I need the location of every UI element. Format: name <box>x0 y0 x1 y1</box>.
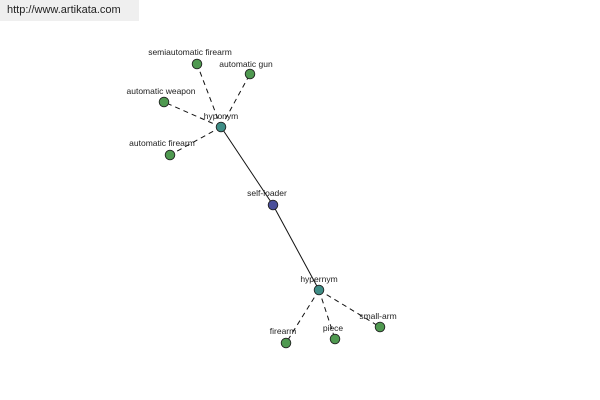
url-banner: http://www.artikata.com <box>0 0 139 21</box>
edge-hyponym-automatic-gun <box>220 73 251 128</box>
node-label-semiautomatic-firearm: semiautomatic firearm <box>148 47 232 57</box>
node-label-automatic-gun: automatic gun <box>219 59 273 69</box>
node-piece[interactable] <box>329 333 341 345</box>
labels: self-loader hyponym semiautomatic firearm a… <box>127 47 397 336</box>
node-label-hyponym: hyponym <box>204 111 239 121</box>
node-firearm[interactable] <box>280 337 292 349</box>
node-label-firearm: firearm <box>270 326 296 336</box>
node-label-automatic-weapon: automatic weapon <box>127 86 196 96</box>
node-automatic-weapon[interactable] <box>158 96 170 108</box>
node-hyponym[interactable] <box>215 121 227 133</box>
edge-self-loader-hypernym <box>272 204 320 291</box>
edge-hyponym-semiautomatic-firearm <box>196 63 222 128</box>
node-label-self-loader: self-loader <box>247 188 287 198</box>
node-label-automatic-firearm: automatic firearm <box>129 138 195 148</box>
edge-hyponym-automatic-firearm <box>169 126 222 156</box>
node-automatic-firearm[interactable] <box>164 149 176 161</box>
node-self-loader[interactable] <box>267 199 279 211</box>
node-semiautomatic-firearm[interactable] <box>191 58 203 70</box>
edge-hypernym-firearm <box>285 289 320 344</box>
edge-self-loader-hyponym <box>220 126 274 206</box>
node-label-small-arm: small-arm <box>359 311 396 321</box>
node-hypernym[interactable] <box>313 284 325 296</box>
node-label-piece: piece <box>323 323 344 333</box>
edges <box>163 63 381 344</box>
node-small-arm[interactable] <box>374 321 386 333</box>
edge-hyponym-automatic-weapon <box>163 101 222 128</box>
site-url-link[interactable]: http://www.artikata.com <box>7 4 121 16</box>
edge-hypernym-small-arm <box>318 289 381 328</box>
node-label-hypernym: hypernym <box>300 274 337 284</box>
nodes <box>158 58 386 349</box>
node-automatic-gun[interactable] <box>244 68 256 80</box>
